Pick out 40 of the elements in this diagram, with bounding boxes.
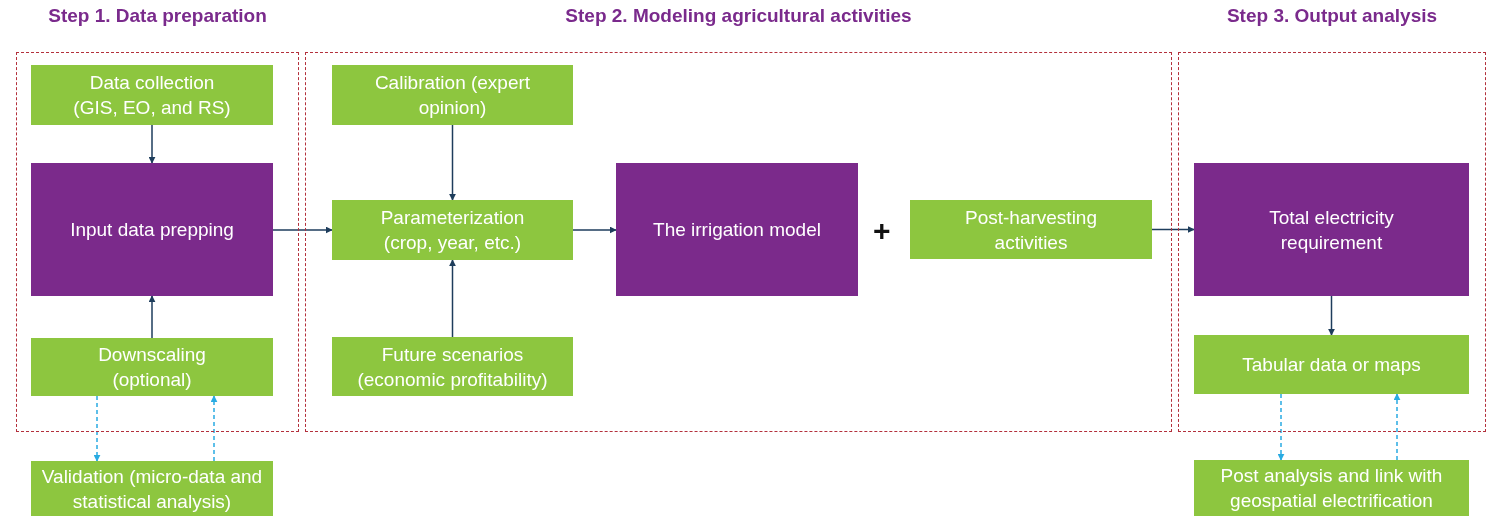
process-box xyxy=(910,200,1152,259)
arrow xyxy=(93,395,101,462)
arrow xyxy=(272,226,333,234)
arrow xyxy=(1277,393,1285,461)
box-text: Post analysis and link with geospatial electrification xyxy=(1219,464,1444,513)
process-box xyxy=(31,461,273,516)
step-heading: Step 3. Output analysis xyxy=(1225,4,1439,28)
arrow xyxy=(210,395,218,462)
model-box xyxy=(1194,163,1469,296)
arrow xyxy=(148,295,156,339)
box-text: Input data prepping xyxy=(70,218,234,242)
plus-sign: + xyxy=(873,216,891,246)
arrow xyxy=(148,124,156,164)
box-text: Downscaling (optional) xyxy=(97,343,207,392)
box-text: Data collection (GIS, EO, and RS) xyxy=(72,71,232,120)
process-box xyxy=(332,200,573,260)
step-heading: Step 1. Data preparation xyxy=(47,4,268,28)
box-text: Total electricity requirement xyxy=(1268,205,1395,255)
step-heading: Step 2. Modeling agricultural activities xyxy=(564,4,913,28)
process-box xyxy=(332,337,573,396)
model-box xyxy=(616,163,858,296)
arrow xyxy=(572,226,617,234)
box-text: Calibration (expert opinion) xyxy=(373,71,532,120)
process-box xyxy=(1194,335,1469,394)
model-box xyxy=(31,163,273,296)
arrow xyxy=(449,124,456,201)
box-text: Parameterization (crop, year, etc.) xyxy=(379,206,526,255)
box-text: Validation (micro-data and statistical analysis) xyxy=(40,464,264,514)
process-box xyxy=(31,338,273,396)
arrow xyxy=(1393,393,1401,461)
arrow xyxy=(1328,295,1335,336)
arrow xyxy=(1151,226,1195,233)
box-text: Future scenarios (economic profitability) xyxy=(356,342,549,392)
process-box xyxy=(31,65,273,125)
box-text: The irrigation model xyxy=(653,218,821,242)
process-box xyxy=(332,65,573,125)
process-box xyxy=(1194,460,1469,516)
arrow xyxy=(449,259,456,338)
box-text: Post-harvesting activities xyxy=(964,205,1098,255)
box-text: Tabular data or maps xyxy=(1242,353,1421,377)
